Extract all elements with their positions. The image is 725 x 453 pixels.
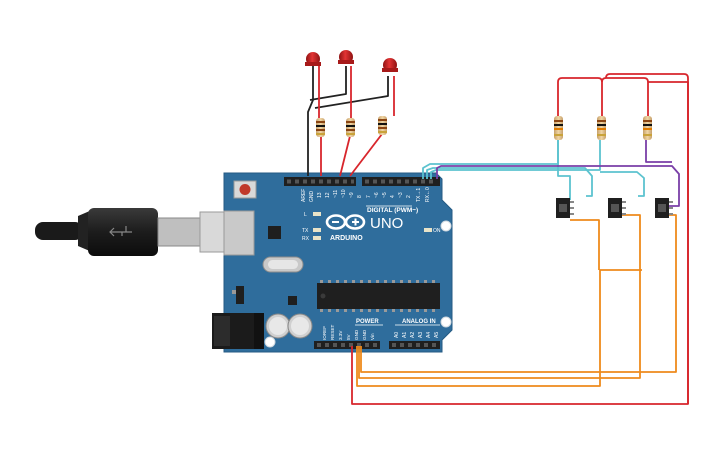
crystal-oscillator <box>262 256 304 273</box>
led-tx-icon <box>313 228 321 232</box>
usb-port <box>223 210 255 256</box>
pin-label: 5V <box>346 333 351 340</box>
arduino-uno-board: AREF GND 13 12 ~11 ~10 ~9 8 7 ~6 ~5 4 ~3… <box>212 172 453 353</box>
usb-chip <box>268 226 281 239</box>
switch-2-icon[interactable] <box>608 198 626 218</box>
pin-label: A2 <box>410 332 416 338</box>
pin-label: Vin <box>370 333 375 340</box>
pin-label: RESET <box>330 324 335 340</box>
pin-label: ~3 <box>398 192 404 198</box>
led-l-label: L <box>304 212 307 218</box>
analog-pin-labels: A0 A1 A2 A3 A4 A5 <box>394 332 440 338</box>
resistor-5-icon[interactable] <box>597 116 606 140</box>
switch-1-icon[interactable] <box>556 198 574 218</box>
pin-label: 2 <box>406 195 412 198</box>
pin-label: 7 <box>366 195 372 198</box>
pin-label: ~10 <box>341 189 347 198</box>
power-pin-labels: IOREF RESET 3.3V 5V GND GND Vin <box>322 324 375 340</box>
switch-3-icon[interactable] <box>655 198 673 218</box>
pin-label: A4 <box>426 332 432 338</box>
pin-label: ~6 <box>374 192 380 198</box>
pin-label: 13 <box>317 192 323 198</box>
reset-button[interactable] <box>233 180 257 199</box>
resistor-2-icon[interactable] <box>346 118 355 137</box>
pin-label: ~5 <box>382 192 388 198</box>
usb-b-cable-icon <box>35 208 255 256</box>
pin-label: A3 <box>418 332 424 338</box>
capacitors <box>265 313 313 339</box>
pin-label: A0 <box>394 332 400 338</box>
pin-label: AREF <box>301 189 307 202</box>
led-wires <box>307 66 395 177</box>
led-1-icon[interactable] <box>305 52 321 66</box>
pin-label: TX→1 <box>416 188 422 202</box>
pin-label: A1 <box>402 332 408 338</box>
pin-label: 12 <box>325 192 331 198</box>
pin-label: 4 <box>390 195 396 198</box>
resistor-6-icon[interactable] <box>643 116 652 140</box>
resistor-1-icon[interactable] <box>316 118 325 137</box>
pin-label: ~11 <box>333 190 339 198</box>
pin-label: IOREF <box>322 326 327 340</box>
signal-wires <box>422 140 680 207</box>
led-tx-label: TX <box>302 228 309 234</box>
led-3-icon[interactable] <box>382 58 398 72</box>
led-rx-label: RX <box>302 236 310 242</box>
pin-label: RX←0 <box>425 187 431 202</box>
arduino-infinity-logo <box>325 214 366 230</box>
resistor-3-icon[interactable] <box>378 116 387 135</box>
status-leds: L TX RX ON <box>302 212 441 242</box>
digital-header-label: DIGITAL (PWM~) <box>367 207 418 214</box>
led-on-label: ON <box>433 228 441 234</box>
led-l-icon <box>313 212 321 216</box>
pin-label: 8 <box>357 195 363 198</box>
led-on-icon <box>424 228 432 232</box>
pin-label: 3.3V <box>338 330 343 340</box>
pin-label: GND <box>309 191 315 203</box>
resistor-4-icon[interactable] <box>554 116 563 140</box>
led-2-icon[interactable] <box>338 50 354 64</box>
power-header-label: POWER <box>356 319 379 325</box>
digital-header <box>284 177 440 186</box>
voltage-regulator <box>236 286 244 304</box>
brand-text: ARDUINO <box>330 235 363 242</box>
pin-label: GND <box>362 329 367 340</box>
atmega-chip <box>317 280 440 312</box>
led-rx-icon <box>313 236 321 240</box>
pin-label: ~9 <box>349 192 355 198</box>
pin-label: GND <box>354 329 359 340</box>
pin-label: A5 <box>434 332 440 338</box>
power-analog-headers <box>314 341 440 349</box>
dc-jack-icon <box>212 313 264 349</box>
right-power-rail <box>557 73 689 404</box>
digital-pin-labels: AREF GND 13 12 ~11 ~10 ~9 8 7 ~6 ~5 4 ~3… <box>301 187 431 202</box>
analog-header-label: ANALOG IN <box>402 319 436 325</box>
board-name: UNO <box>370 215 403 232</box>
